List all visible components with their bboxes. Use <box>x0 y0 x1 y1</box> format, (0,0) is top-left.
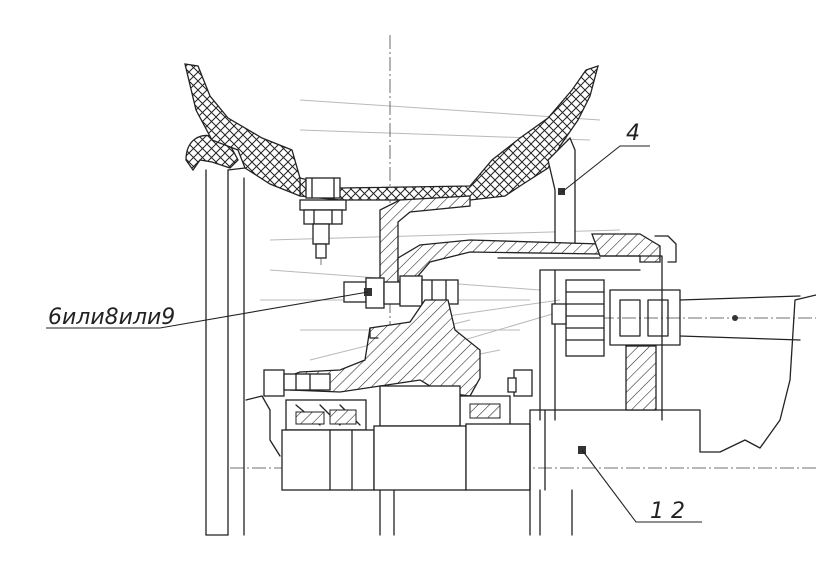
spindle-nut <box>551 279 605 357</box>
valve-stem <box>299 177 347 265</box>
callout-label-6-8-9: 6или8или9 <box>48 305 175 330</box>
wheel-bolt <box>343 275 459 309</box>
leader-1-2 <box>581 449 702 523</box>
left-frame-outline <box>205 169 573 536</box>
hub-cap <box>609 289 801 411</box>
leader-6-8-9 <box>46 291 369 329</box>
callout-label-4: 4 <box>626 121 640 146</box>
hub-bolt-right <box>507 369 533 397</box>
drum-inner-outline <box>497 255 663 421</box>
drum-housing <box>539 269 641 421</box>
hub-bolt-left <box>263 369 331 397</box>
brake-drum-section <box>591 233 661 263</box>
callout-point-4 <box>558 188 565 195</box>
inner-bearing <box>285 399 367 431</box>
wheel-rim-section <box>184 63 599 201</box>
hub-bore <box>379 385 461 427</box>
callout-label-1-2: 1 2 <box>650 499 685 524</box>
drum-lip <box>654 235 677 263</box>
axle-spindle <box>245 294 816 491</box>
leader-4 <box>561 145 650 193</box>
